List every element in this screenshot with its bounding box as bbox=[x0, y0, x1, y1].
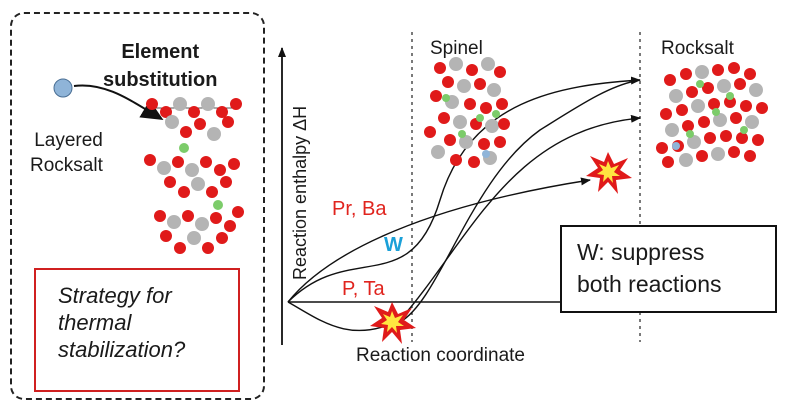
strategy-question-text: Strategy for thermal stabilization? bbox=[58, 282, 185, 363]
layered-rocksalt-crystal bbox=[144, 97, 244, 254]
question-line-3: stabilization? bbox=[58, 337, 186, 362]
rocksalt-phase-label: Rocksalt bbox=[661, 38, 734, 59]
spinel-phase-label: Spinel bbox=[430, 38, 483, 59]
pr-ba-curve-label: Pr, Ba bbox=[332, 198, 387, 220]
x-axis-label: Reaction coordinate bbox=[356, 345, 525, 366]
explosion-icon-spinel bbox=[370, 302, 416, 344]
spinel-crystal bbox=[424, 57, 510, 168]
layered-rocksalt-label: Layered Rocksalt bbox=[30, 128, 103, 178]
result-text: W: suppress both reactions bbox=[577, 236, 721, 300]
strategy-question-box bbox=[34, 268, 240, 392]
curve-rocksalt-branch bbox=[399, 79, 641, 323]
substitution-arrow bbox=[73, 84, 164, 121]
li-atom-1 bbox=[179, 143, 189, 153]
title-line-2: substitution bbox=[103, 69, 218, 91]
w-curve-label: W bbox=[384, 234, 403, 256]
layer-1 bbox=[146, 97, 242, 141]
layered-label-line-1: Layered bbox=[34, 130, 103, 151]
question-line-1: Strategy for bbox=[58, 283, 172, 308]
layer-2 bbox=[144, 154, 240, 198]
element-substitution-panel bbox=[10, 12, 265, 400]
result-line-2: both reactions bbox=[577, 271, 722, 297]
explosion-icon-rocksalt bbox=[586, 152, 632, 194]
result-line-1: W: suppress bbox=[577, 239, 705, 265]
element-substitution-title: Element substitution bbox=[103, 38, 217, 94]
layered-label-line-2: Rocksalt bbox=[30, 155, 103, 176]
rocksalt-crystal bbox=[656, 62, 768, 168]
y-axis-label: Reaction enthalpy ΔH bbox=[290, 105, 310, 280]
curve-pr-ba bbox=[287, 177, 591, 303]
question-line-2: thermal bbox=[58, 310, 132, 335]
layer-3 bbox=[154, 206, 244, 254]
curve-p-ta bbox=[287, 114, 641, 332]
curve-w bbox=[287, 76, 641, 303]
li-atom-2 bbox=[213, 200, 223, 210]
title-line-1: Element bbox=[121, 41, 200, 63]
result-box bbox=[560, 225, 777, 313]
p-ta-curve-label: P, Ta bbox=[342, 278, 385, 300]
substituent-atom bbox=[53, 78, 73, 98]
